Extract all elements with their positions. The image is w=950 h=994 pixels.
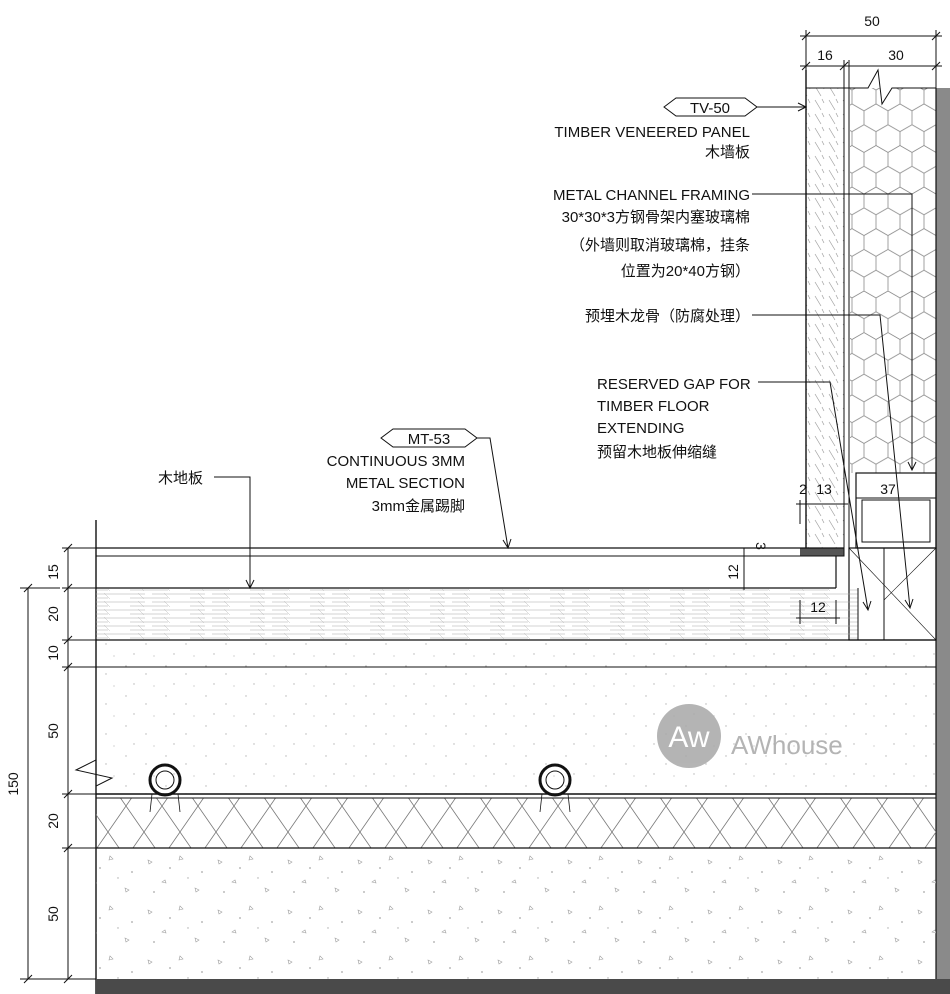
annotation-keel: 预埋木龙骨（防腐处理） — [585, 307, 914, 610]
dim-junction-12a: 12 — [725, 564, 741, 580]
dim-junction-2: 2 — [799, 481, 807, 497]
annotation-gap: RESERVED GAP FOR TIMBER FLOOR EXTENDING … — [597, 376, 872, 612]
label-framing-cn2: （外墙则取消玻璃棉，挂条 — [570, 237, 750, 254]
metal-skirting-section — [800, 548, 844, 556]
awhouse-logo-letters: Aw — [668, 721, 709, 754]
structural-wall-band — [936, 88, 950, 994]
dim-left-150: 150 — [5, 772, 21, 796]
tag-mt-53: MT-53 — [380, 428, 478, 448]
annotation-framing: METAL CHANNEL FRAMING 30*30*3方钢骨架内塞玻璃棉 （… — [553, 187, 917, 472]
insulation-board — [96, 798, 936, 848]
label-metal-en1: CONTINUOUS 3MM — [327, 453, 465, 470]
wall-assembly — [805, 68, 950, 994]
dim-left-15: 15 — [45, 564, 61, 580]
label-framing-cn1: 30*30*3方钢骨架内塞玻璃棉 — [562, 208, 750, 226]
label-gap-cn: 预留木地板伸缩缝 — [597, 443, 717, 461]
annotation-panel: TIMBER VENEERED PANEL 木墙板 — [554, 124, 750, 161]
dim-left-10: 10 — [45, 645, 61, 661]
dim-junction-13: 13 — [816, 481, 832, 497]
dim-top-30: 30 — [888, 47, 904, 63]
timber-panel-hatch — [806, 88, 844, 548]
left-dimension-chain: 15 20 10 50 150 20 50 — [5, 543, 96, 984]
base-band — [96, 979, 950, 994]
label-metal-cn: 3mm金属踢脚 — [372, 498, 465, 515]
dim-left-50a: 50 — [45, 723, 61, 739]
label-gap-en1: RESERVED GAP FOR — [597, 376, 751, 393]
tag-tv-50: TV-50 — [663, 97, 808, 117]
awhouse-text: AWhouse — [731, 730, 843, 760]
label-panel-cn: 木墙板 — [705, 143, 750, 161]
tag-tv-50-text: TV-50 — [690, 100, 730, 117]
glass-wool-insulation — [850, 88, 936, 473]
junction-dimensions: 2 13 37 3 12 12 — [725, 481, 936, 624]
label-framing-en: METAL CHANNEL FRAMING — [553, 187, 750, 204]
dim-junction-12b: 12 — [810, 599, 826, 615]
dim-junction-37: 37 — [880, 481, 896, 497]
dim-left-20a: 20 — [45, 606, 61, 622]
annotation-metal-section: CONTINUOUS 3MM METAL SECTION 3mm金属踢脚 — [327, 437, 512, 550]
dim-junction-3: 3 — [753, 542, 769, 550]
label-gap-en2: TIMBER FLOOR — [597, 398, 710, 415]
awhouse-logo-icon — [657, 704, 721, 768]
square-steel-tube — [855, 472, 937, 549]
label-metal-en2: METAL SECTION — [346, 475, 465, 492]
label-framing-cn3: 位置为20*40方钢） — [621, 263, 750, 280]
label-floor-cn: 木地板 — [158, 469, 203, 487]
floor-assembly — [74, 520, 950, 994]
annotation-floor: 木地板 — [158, 469, 255, 590]
dim-top-50: 50 — [864, 13, 880, 29]
top-dimension-chain: 50 16 30 — [800, 13, 942, 88]
label-panel-en: TIMBER VENEERED PANEL — [554, 124, 750, 141]
label-gap-en3: EXTENDING — [597, 420, 685, 437]
top-break-line — [806, 68, 936, 106]
levelling-layer — [96, 641, 936, 667]
dim-left-50b: 50 — [45, 906, 61, 922]
dim-top-16: 16 — [817, 47, 833, 63]
screed-layer — [96, 668, 936, 794]
label-keel-cn: 预埋木龙骨（防腐处理） — [585, 307, 750, 325]
left-break-line — [74, 752, 114, 794]
awhouse-watermark: Aw AWhouse — [657, 704, 843, 768]
tag-mt-53-text: MT-53 — [408, 431, 451, 448]
concrete-slab — [96, 849, 936, 979]
timber-floor-base — [96, 589, 858, 639]
dim-left-20b: 20 — [45, 813, 61, 829]
